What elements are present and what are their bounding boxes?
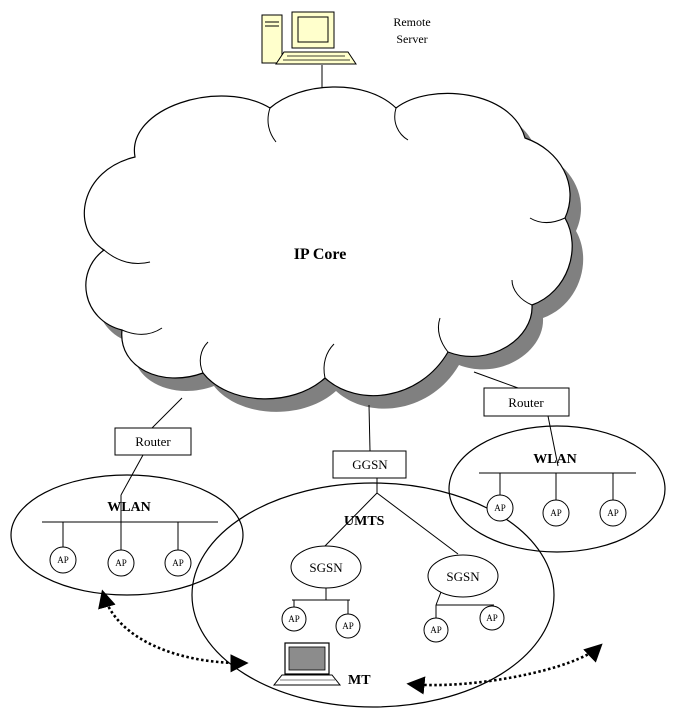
sgsn-right-ap-2 [479, 605, 505, 631]
wlan-right-ap-1-label: AP [494, 503, 506, 513]
wlan-left-domain [10, 474, 244, 596]
wlan-right-ap-2 [542, 499, 570, 527]
wlan-left-ap-1-label: AP [57, 555, 69, 565]
wlan-right-ap-3 [599, 499, 627, 527]
sgsn-right-ap-1 [423, 617, 449, 643]
sgsn-right-node [427, 554, 499, 598]
sgsn-left-label: SGSN [309, 560, 343, 575]
handover-path-left [98, 589, 249, 673]
right-router-downlink [547, 415, 559, 467]
wlan-right-label: WLAN [533, 452, 577, 467]
wlan-left-label: WLAN [107, 500, 151, 515]
right-router-label: Router [508, 395, 544, 410]
mobile-terminal-label: MT [348, 673, 371, 688]
wlan-right-domain [448, 425, 666, 553]
left-router-box [114, 427, 192, 456]
ggsn-to-sgsn-left [322, 492, 378, 549]
ggsn-label: GGSN [352, 457, 388, 472]
wlan-left-ap-3-label: AP [172, 558, 184, 568]
umts-label: UMTS [344, 514, 385, 529]
wlan-left-ap-3 [164, 549, 192, 577]
laptop-icon [272, 642, 342, 686]
ggsn-box [332, 450, 407, 479]
desktop-computer-icon [261, 11, 357, 65]
sgsn-left-ap-1 [281, 606, 307, 632]
wlan-left-ap-2 [107, 549, 135, 577]
ggsn-to-sgsn-right [376, 492, 459, 555]
sgsn-left-ap-1-label: AP [288, 614, 300, 624]
sgsn-right-stem [435, 591, 442, 606]
left-router-uplink [151, 397, 183, 429]
right-router-box [483, 387, 570, 417]
ggsn-uplink [368, 404, 371, 452]
left-router-label: Router [135, 434, 171, 449]
sgsn-left-ap-2 [335, 613, 361, 639]
wlan-left-ap-1 [49, 546, 77, 574]
ip-core-label: IP Core [294, 246, 347, 263]
wlan-right-ap-1 [486, 494, 514, 522]
remote-server-label-line2: Server [396, 32, 427, 46]
sgsn-right-ap-2-label: AP [486, 613, 498, 623]
remote-server-label-line1: Remote [393, 15, 430, 29]
right-router-uplink [473, 371, 519, 389]
wlan-right-ap-2-label: AP [550, 508, 562, 518]
handover-path-right [406, 643, 603, 695]
sgsn-right-ap-1-label: AP [430, 625, 442, 635]
sgsn-right-label: SGSN [446, 569, 480, 584]
sgsn-left-ap-2-label: AP [342, 621, 354, 631]
ip-core-cloud [83, 86, 584, 412]
wlan-left-ap-2-label: AP [115, 558, 127, 568]
wlan-right-ap-3-label: AP [607, 508, 619, 518]
